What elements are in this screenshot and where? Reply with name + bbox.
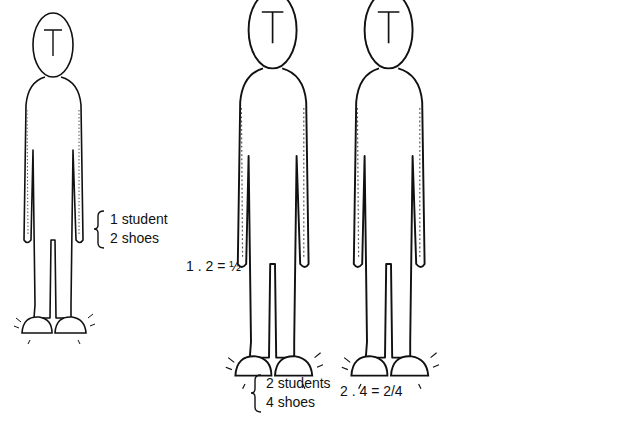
brace (251, 375, 261, 412)
student-figure (342, 0, 439, 389)
label-text: 2 . 4 = 2/4 (340, 383, 403, 400)
label-text: 2 students (266, 375, 331, 392)
label-text: 1 student (110, 211, 168, 228)
label-text: 1 . 2 = ½ (186, 258, 241, 275)
label-text: 4 shoes (266, 394, 315, 411)
student-figure (226, 0, 323, 389)
brace (94, 211, 104, 248)
student-figure (14, 13, 95, 344)
label-text: 2 shoes (110, 230, 159, 247)
